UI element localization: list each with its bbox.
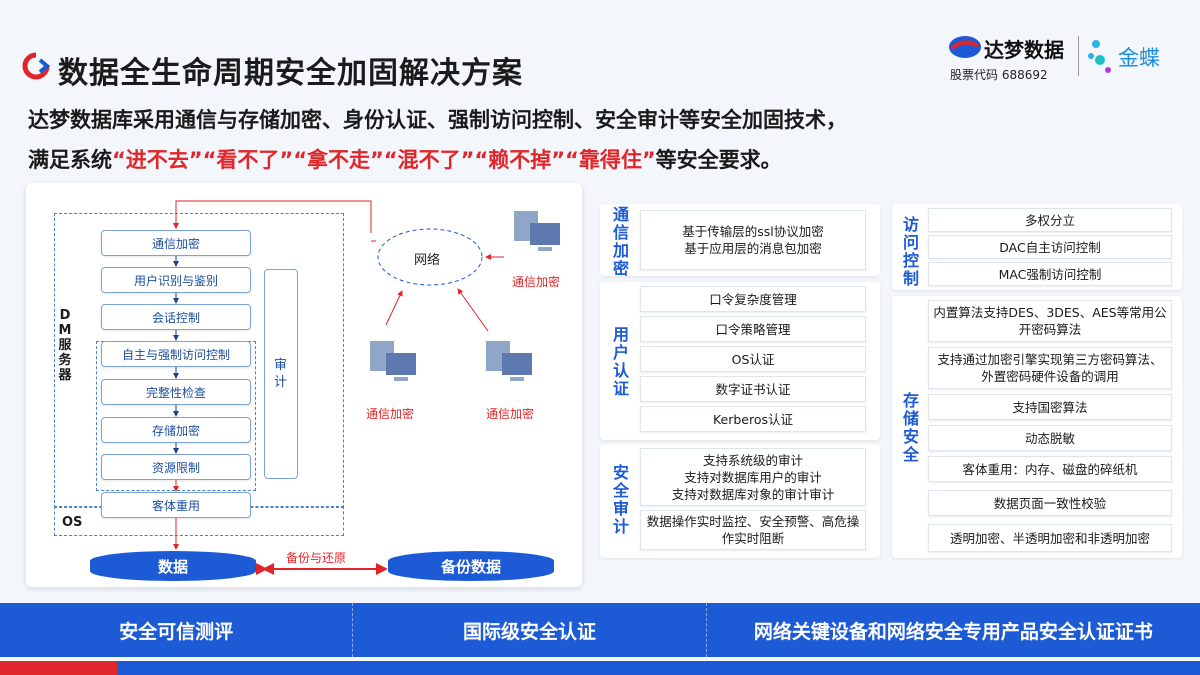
client-computer-icon bbox=[370, 341, 416, 381]
kingdee-logo-icon bbox=[1088, 40, 1111, 73]
section-item: 基于传输层的ssl协议加密 基于应用层的消息包加密 bbox=[640, 210, 866, 270]
architecture-diagram: DM服务器 OS 审计 通信加密 用户识别与鉴别 会话控制 自主与强制访问控制 … bbox=[26, 183, 582, 587]
section-item: 支持国密算法 bbox=[928, 394, 1172, 420]
data-store: 数据 bbox=[90, 551, 256, 581]
footer-stripe-accent bbox=[0, 661, 118, 675]
section-user-auth: 用户认证 口令复杂度管理 口令策略管理 OS认证 数字证书认证 Kerberos… bbox=[600, 282, 880, 440]
backup-restore-label: 备份与还原 bbox=[286, 551, 347, 565]
flow-step: 通信加密 bbox=[101, 230, 251, 256]
page-title: 数据全生命周期安全加固解决方案 bbox=[58, 56, 523, 91]
cert-item: 国际级安全认证 bbox=[353, 603, 707, 657]
section-security-audit: 安全审计 支持系统级的审计 支持对数据库用户的审计 支持对数据库对象的审计审计 … bbox=[600, 444, 880, 558]
brand-divider bbox=[1078, 36, 1079, 76]
section-item: OS认证 bbox=[640, 346, 866, 372]
section-label: 用户认证 bbox=[612, 325, 629, 398]
section-label: 通信加密 bbox=[612, 205, 629, 278]
section-item: 数据操作实时监控、安全预警、高危操作实时阻断 bbox=[640, 510, 866, 550]
section-label: 安全审计 bbox=[612, 463, 629, 536]
intro-quoted-goals: “进不去”“看不了”“拿不走”“混不了”“赖不掉”“靠得住” bbox=[112, 148, 656, 172]
intro-prefix: 满足系统 bbox=[28, 148, 112, 172]
section-label: 访问控制 bbox=[902, 215, 919, 288]
flow-step: 资源限制 bbox=[101, 454, 251, 480]
section-comm-encryption: 通信加密 基于传输层的ssl协议加密 基于应用层的消息包加密 bbox=[600, 204, 880, 278]
section-item: 支持系统级的审计 支持对数据库用户的审计 支持对数据库对象的审计审计 bbox=[640, 448, 866, 506]
section-item: 内置算法支持DES、3DES、AES等常用公开密码算法 bbox=[928, 300, 1172, 342]
network-label: 网络 bbox=[414, 253, 441, 268]
cert-item: 网络关键设备和网络安全专用产品安全认证证书 bbox=[753, 620, 1153, 643]
flow-step: 会话控制 bbox=[101, 304, 251, 330]
intro-suffix: 等安全要求。 bbox=[655, 148, 782, 172]
section-item: MAC强制访问控制 bbox=[928, 262, 1172, 286]
flow-step: 完整性检查 bbox=[101, 379, 251, 405]
intro-line-2: 满足系统“进不去”“看不了”“拿不走”“混不了”“赖不掉”“靠得住”等安全要求。 bbox=[28, 144, 782, 174]
flow-step: 用户识别与鉴别 bbox=[101, 267, 251, 293]
client-computer-icon bbox=[486, 341, 532, 381]
partner-name: 金蝶 bbox=[1118, 46, 1160, 70]
client-left-label: 通信加密 bbox=[366, 407, 415, 421]
cert-item: 安全可信测评 bbox=[0, 603, 354, 657]
section-item: 支持通过加密引擎实现第三方密码算法、外置密码硬件设备的调用 bbox=[928, 347, 1172, 389]
client-computer-icon bbox=[514, 211, 560, 251]
audit-label: 审计 bbox=[274, 358, 288, 390]
section-item: Kerberos认证 bbox=[640, 406, 866, 432]
stock-code: 股票代码 688692 bbox=[950, 68, 1048, 82]
certification-bar: 安全可信测评 国际级安全认证 网络关键设备和网络安全专用产品安全认证证书 bbox=[0, 603, 1200, 657]
footer-stripe-primary bbox=[118, 661, 1200, 675]
client-right-label: 通信加密 bbox=[486, 407, 535, 421]
section-storage-security: 存储安全 内置算法支持DES、3DES、AES等常用公开密码算法 支持通过加密引… bbox=[892, 296, 1182, 558]
section-item: 口令复杂度管理 bbox=[640, 286, 866, 312]
section-item: 口令策略管理 bbox=[640, 316, 866, 342]
section-item: 数字证书认证 bbox=[640, 376, 866, 402]
section-item: 动态脱敏 bbox=[928, 425, 1172, 451]
dameng-logo-icon bbox=[949, 36, 981, 58]
section-item: 透明加密、半透明加密和非透明加密 bbox=[928, 524, 1172, 552]
diagram-arrows bbox=[173, 200, 504, 575]
flow-step: 客体重用 bbox=[101, 492, 251, 518]
logo-mark-icon bbox=[22, 52, 50, 80]
section-item: 客体重用：内存、磁盘的碎纸机 bbox=[928, 456, 1172, 482]
section-item: 数据页面一致性校验 bbox=[928, 490, 1172, 516]
intro-line-1: 达梦数据库采用通信与存储加密、身份认证、强制访问控制、安全审计等安全加固技术， bbox=[28, 108, 847, 132]
flow-step: 存储加密 bbox=[101, 417, 251, 443]
section-access-control: 访问控制 多权分立 DAC自主访问控制 MAC强制访问控制 bbox=[892, 204, 1182, 290]
brand-name: 达梦数据 bbox=[984, 38, 1064, 62]
section-label: 存储安全 bbox=[902, 391, 919, 464]
backup-store: 备份数据 bbox=[388, 551, 554, 581]
section-item: DAC自主访问控制 bbox=[928, 235, 1172, 259]
flow-step: 自主与强制访问控制 bbox=[101, 341, 251, 367]
client-top-label: 通信加密 bbox=[512, 275, 561, 289]
audit-box: 审计 bbox=[264, 269, 298, 479]
dm-server-label: DM服务器 bbox=[58, 308, 72, 383]
os-label: OS bbox=[62, 515, 83, 530]
brand-area: 达梦数据 股票代码 688692 金蝶 bbox=[948, 32, 1188, 84]
section-item: 多权分立 bbox=[928, 208, 1172, 232]
